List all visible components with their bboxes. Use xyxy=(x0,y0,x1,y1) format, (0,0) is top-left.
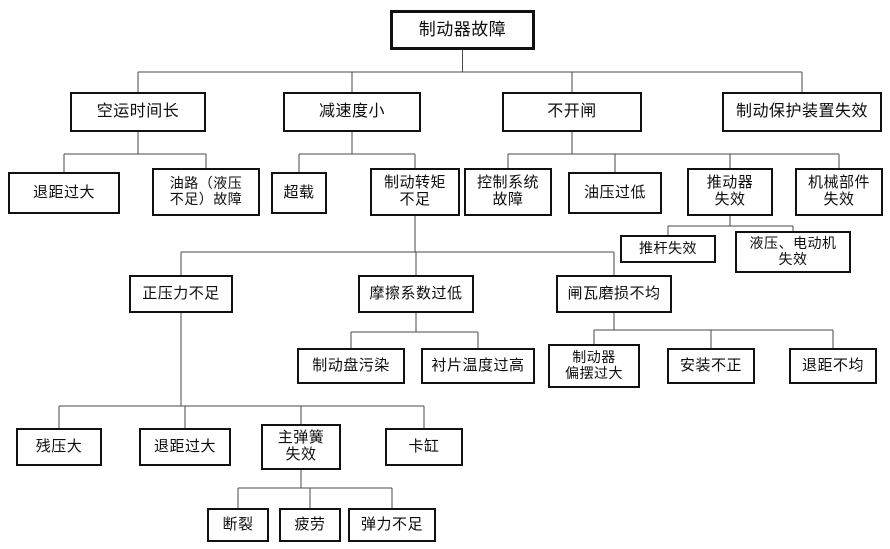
fault-node[interactable]: 断裂 xyxy=(207,508,269,542)
fault-node[interactable]: 推动器 失效 xyxy=(687,168,773,216)
fault-node[interactable]: 制动保护装置失效 xyxy=(722,92,882,132)
fault-node[interactable]: 制动器故障 xyxy=(390,10,535,50)
fault-node[interactable]: 卡缸 xyxy=(385,428,463,466)
fault-node[interactable]: 油路（液压 不足）故障 xyxy=(152,168,260,216)
fault-node[interactable]: 推杆失效 xyxy=(620,235,716,263)
fault-node[interactable]: 疲劳 xyxy=(279,508,341,542)
fault-node[interactable]: 制动器 偏摆过大 xyxy=(548,344,640,388)
fault-node[interactable]: 退距过大 xyxy=(8,172,120,214)
fault-node[interactable]: 空运时间长 xyxy=(70,92,206,132)
fault-node[interactable]: 退距不均 xyxy=(789,348,877,384)
fault-node[interactable]: 制动盘污染 xyxy=(297,348,405,384)
fault-node[interactable]: 超载 xyxy=(271,172,327,214)
fault-node[interactable]: 弹力不足 xyxy=(348,508,436,542)
fault-node[interactable]: 退距过大 xyxy=(139,428,231,466)
fault-node[interactable]: 制动转矩 不足 xyxy=(370,168,460,216)
fault-node[interactable]: 油压过低 xyxy=(568,172,662,214)
fault-node[interactable]: 不开闸 xyxy=(502,92,642,132)
fault-node[interactable]: 衬片温度过高 xyxy=(421,348,535,384)
fault-node[interactable]: 正压力不足 xyxy=(129,275,233,313)
fault-node[interactable]: 机械部件 失效 xyxy=(795,168,883,216)
fault-node[interactable]: 液压、电动机 失效 xyxy=(735,231,851,273)
fault-node[interactable]: 残压大 xyxy=(16,428,102,466)
fault-node[interactable]: 减速度小 xyxy=(283,92,421,132)
fault-node[interactable]: 控制系统 故障 xyxy=(464,168,552,216)
fault-node[interactable]: 安装不正 xyxy=(667,348,755,384)
fault-node[interactable]: 闸瓦磨损不均 xyxy=(556,275,672,313)
fault-node[interactable]: 主弹簧 失效 xyxy=(261,424,341,470)
fault-node[interactable]: 摩擦系数过低 xyxy=(358,275,474,313)
